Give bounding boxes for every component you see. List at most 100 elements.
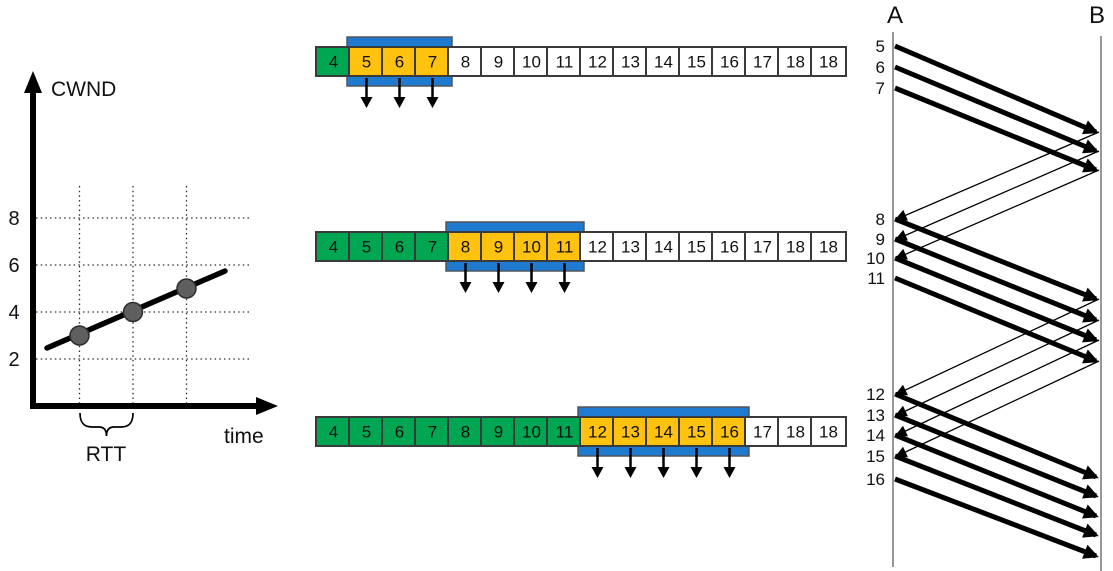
segment-cell-inflight (711, 416, 748, 447)
y-tick-label: 8 (8, 208, 19, 230)
segment-number: 8 (461, 423, 470, 442)
cwnd-chart-plot: 8 6 4 2 (8, 186, 252, 406)
segment-number: 11 (556, 53, 574, 72)
cwnd-chart: 8 6 4 2 CWND time RTT (8, 71, 278, 466)
segment-cell-future (810, 231, 847, 262)
segment-cell-future (744, 416, 781, 447)
segment-number: 5 (362, 53, 371, 72)
segment-number: 17 (753, 53, 772, 72)
segment-number: 17 (753, 423, 772, 442)
transmit-arrow-head-icon (690, 467, 703, 478)
rtt-label: RTT (86, 443, 127, 466)
y-tick-label: 6 (8, 255, 19, 277)
packet-number-label: 5 (876, 37, 885, 56)
segment-cell-acked (546, 416, 583, 447)
segment-number: 13 (621, 53, 640, 72)
y-axis-title: CWND (51, 78, 116, 101)
segment-number: 7 (428, 423, 437, 442)
packet-number-label: 15 (866, 447, 885, 466)
ack-arrow (894, 360, 1100, 458)
packet-number-label: 11 (867, 269, 885, 288)
packet-number-label: 12 (866, 385, 885, 404)
y-axis-arrow-icon (24, 71, 42, 93)
segment-number: 16 (720, 423, 739, 442)
segment-cell-future (645, 231, 682, 262)
packet-number-label: 8 (876, 210, 885, 229)
segment-number: 10 (522, 53, 541, 72)
segment-number: 10 (522, 238, 541, 257)
ack-arrow (894, 319, 1100, 417)
segment-number: 13 (621, 423, 640, 442)
segment-number: 12 (588, 238, 607, 257)
segment-cell-inflight (447, 231, 484, 262)
packet-number-label: 10 (866, 249, 885, 268)
segment-cell-acked (348, 416, 385, 447)
segment-number: 17 (753, 238, 772, 257)
segment-number: 13 (621, 238, 640, 257)
segment-number: 12 (588, 53, 607, 72)
transmit-arrow-head-icon (459, 282, 472, 293)
packet-number-label: 16 (866, 470, 885, 489)
data-packet-arrow (894, 236, 1099, 323)
segment-number: 6 (395, 423, 404, 442)
segment-cell-future (744, 46, 781, 77)
segment-cell-inflight (546, 231, 583, 262)
data-packet-arrow (894, 275, 1099, 364)
x-axis-arrow-icon (256, 397, 278, 415)
segment-number: 18 (786, 238, 805, 257)
ack-arrow (894, 131, 1100, 221)
cwnd-data-point (176, 278, 197, 299)
segment-number: 14 (654, 238, 673, 257)
data-packet-arrow (894, 391, 1099, 480)
transmit-arrow-head-icon (624, 467, 637, 478)
packet-number-label: 7 (876, 79, 885, 98)
segment-cell-inflight (480, 231, 517, 262)
transmit-arrow-head-icon (657, 467, 670, 478)
data-packet-arrow (894, 412, 1099, 499)
segment-number: 9 (494, 423, 503, 442)
segment-cell-future (810, 46, 847, 77)
segment-number: 6 (395, 53, 404, 72)
segment-number: 14 (654, 53, 673, 72)
segment-cell-future (579, 46, 616, 77)
segment-cell-acked (480, 416, 517, 447)
segment-cell-acked (447, 416, 484, 447)
transmit-arrow-head-icon (426, 97, 439, 108)
data-packet-arrow (894, 255, 1099, 343)
data-packet-arrow (894, 476, 1099, 559)
rtt-brace-icon (79, 412, 134, 437)
transmit-arrow-head-icon (723, 467, 736, 478)
segment-number: 7 (428, 238, 437, 257)
ack-arrow (894, 169, 1100, 260)
segment-number: 7 (428, 53, 437, 72)
segment-number: 6 (395, 238, 404, 257)
transmit-arrow-head-icon (393, 97, 406, 108)
segment-number: 4 (329, 423, 338, 442)
segment-number: 18 (819, 53, 838, 72)
x-axis-title: time (224, 425, 264, 448)
segment-cell-acked (513, 416, 550, 447)
segment-cell-future (810, 416, 847, 447)
segment-cell-future (579, 231, 616, 262)
y-tick-label: 2 (8, 349, 19, 371)
transmit-arrow-head-icon (492, 282, 505, 293)
data-packet-arrow (894, 85, 1099, 173)
segment-number: 4 (329, 53, 338, 72)
segment-number: 15 (687, 53, 706, 72)
segment-cell-future (612, 231, 649, 262)
segment-number: 15 (687, 423, 706, 442)
segment-number: 11 (556, 238, 574, 257)
segment-cell-acked (381, 231, 418, 262)
y-tick-label: 4 (8, 302, 19, 324)
segment-cell-future (711, 46, 748, 77)
cwnd-data-point (122, 301, 144, 323)
transmit-arrow-head-icon (558, 282, 571, 293)
segment-number: 16 (720, 238, 739, 257)
